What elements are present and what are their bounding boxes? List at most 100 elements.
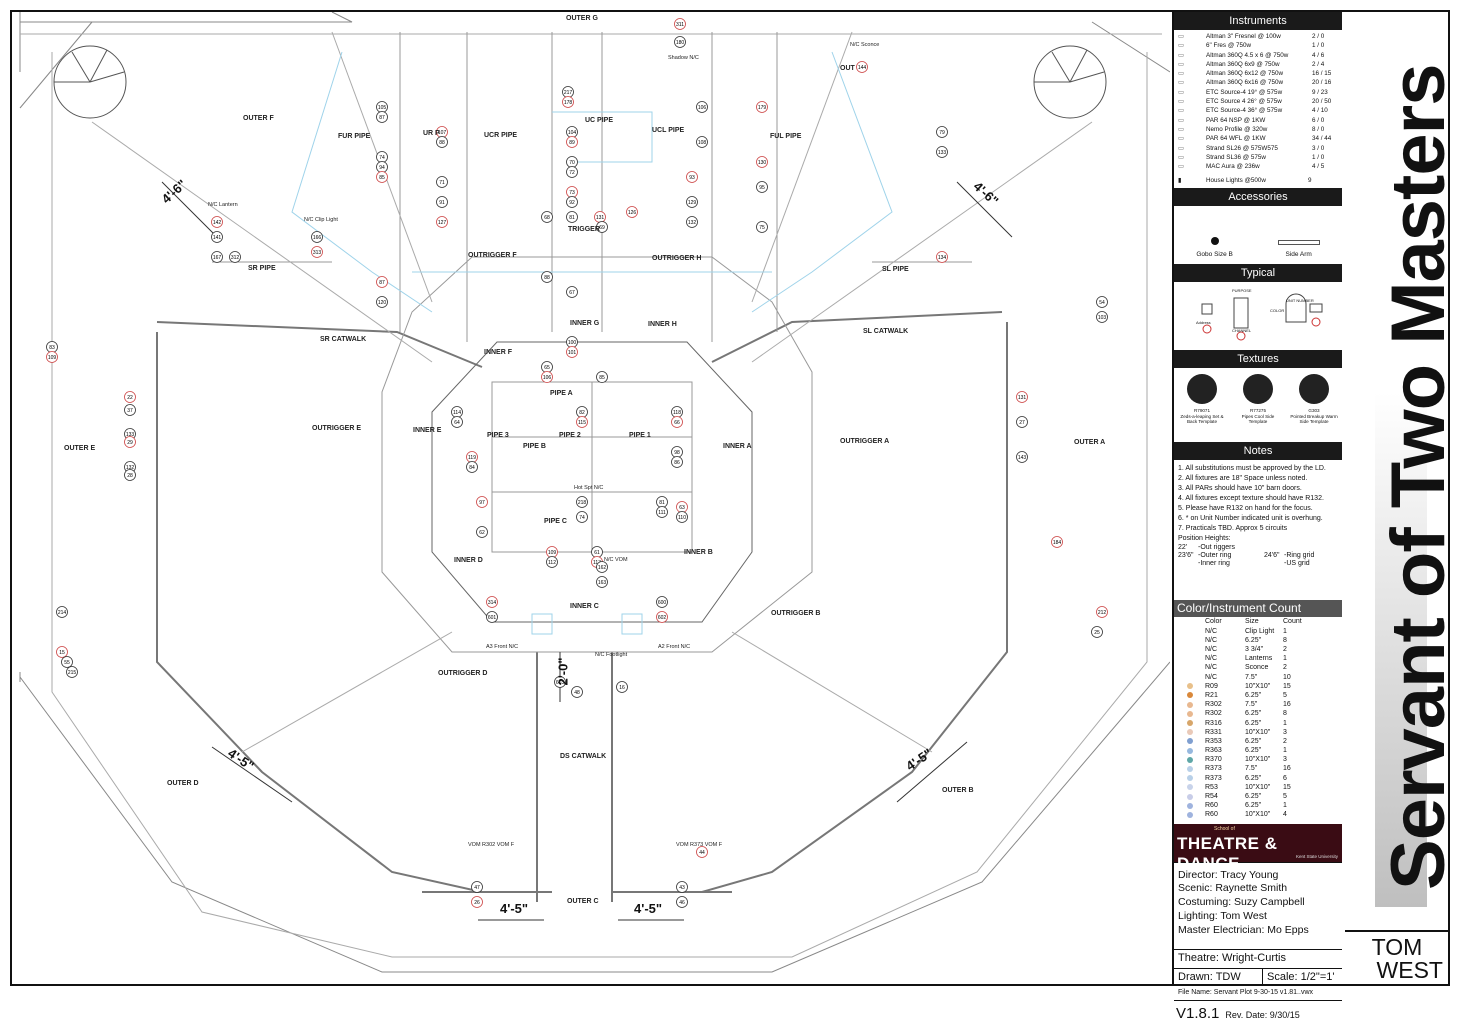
unit-number-marker — [576, 511, 588, 523]
unit-number-label: 180 — [676, 40, 685, 46]
position-outer-g: OUTER G — [566, 15, 598, 22]
unit-number-marker — [566, 286, 578, 298]
plot-linework: 3111802171781058710788104891061081797494… — [19, 12, 1170, 973]
unit-number-marker — [376, 296, 388, 308]
unit-number-marker — [686, 196, 698, 208]
note-nc-sconce: N/C Sconce — [850, 42, 880, 48]
unit-number-marker — [656, 596, 668, 608]
unit-number-label: 54 — [1099, 300, 1105, 306]
unit-number-marker — [566, 166, 578, 178]
unit-number-label: 111 — [658, 510, 666, 516]
note-line: 5. Please have R132 on hand for the focu… — [1178, 505, 1313, 513]
note-vom-center: N/C VOM — [604, 557, 628, 563]
unit-number-marker — [211, 231, 223, 243]
note-line: 3. All PARs should have 10" barn doors. — [1178, 485, 1302, 493]
unit-number-marker — [756, 221, 768, 233]
position-inner-a: INNER A — [723, 443, 752, 450]
unit-number-label: 79 — [939, 130, 945, 136]
unit-number-marker — [656, 611, 668, 623]
color-swatch — [1187, 756, 1193, 763]
unit-number-label: 87 — [379, 115, 385, 121]
position-outrigger-b: OUTRIGGER B — [771, 610, 821, 617]
unit-number-marker — [566, 196, 578, 208]
unit-number-marker — [576, 496, 588, 508]
unit-number-label: 46 — [679, 900, 685, 906]
show-title: Servant of Two Masters — [1376, 64, 1458, 890]
unit-number-label: 67 — [569, 290, 575, 296]
unit-number-label: 44 — [699, 850, 705, 856]
unit-number-label: 74 — [579, 515, 585, 521]
unit-number-marker — [211, 251, 223, 263]
position-outer-e: OUTER E — [64, 445, 96, 452]
unit-number-marker — [211, 216, 223, 228]
unit-number-marker — [541, 211, 553, 223]
unit-number-label: 133 — [126, 432, 135, 438]
unit-number-label: 97 — [479, 500, 485, 506]
unit-number-marker — [616, 681, 628, 693]
position-outrigger-e: OUTRIGGER E — [312, 425, 362, 432]
position-sr-pipe: SR PIPE — [248, 265, 276, 272]
unit-number-label: 28 — [127, 473, 133, 479]
position-fur-pipe: FUR PIPE — [338, 133, 371, 140]
position-inner-b: INNER B — [684, 549, 713, 556]
unit-number-label: 602 — [658, 615, 667, 621]
note-line: 2. All fixtures are 18" Space unless not… — [1178, 475, 1308, 483]
accessories-heading: Accessories — [1174, 188, 1342, 207]
position-ucr-pipe: UCR PIPE — [484, 132, 518, 139]
position-outrigger-g: TRIGGER — [568, 226, 600, 233]
unit-number-label: 103 — [1098, 315, 1107, 321]
unit-number-label: 16 — [619, 685, 625, 691]
unit-number-marker — [1091, 626, 1103, 638]
unit-number-label: 311 — [676, 22, 684, 28]
unit-number-marker — [476, 496, 488, 508]
position-inner-c: INNER C — [570, 603, 599, 610]
unit-number-label: 88 — [439, 140, 445, 146]
unit-number-marker — [676, 896, 688, 908]
unit-number-label: 142 — [213, 220, 222, 226]
note-nc-clip-light: N/C Clip Light — [304, 217, 338, 223]
instrument-symbol-icon: ▭ — [1178, 70, 1184, 78]
unit-number-label: 104 — [568, 130, 577, 136]
instrument-symbol-icon: ▭ — [1178, 42, 1184, 50]
unit-number-label: 73 — [569, 190, 575, 196]
unit-number-label: 108 — [698, 140, 707, 146]
unit-number-label: 89 — [569, 140, 575, 146]
color-count-heading: Color/Instrument Count — [1174, 600, 1342, 618]
unit-number-label: 312 — [231, 255, 240, 261]
unit-number-label: 100 — [568, 340, 577, 346]
unit-number-label: 600 — [658, 600, 667, 606]
gobo-key: Gobo Size B — [1196, 237, 1233, 258]
instruments-heading: Instruments — [1174, 12, 1342, 30]
unit-number-label: 88 — [544, 275, 550, 281]
theatre-name: Theatre: Wright-Curtis — [1178, 951, 1286, 964]
gobo-icon — [1210, 237, 1219, 246]
position-inner-g: INNER G — [570, 320, 600, 327]
unit-number-marker — [436, 176, 448, 188]
position-outer-partial: OUT — [840, 65, 855, 72]
unit-number-marker — [674, 18, 686, 30]
unit-number-marker — [124, 404, 136, 416]
color-swatch — [1187, 793, 1193, 800]
unit-number-marker — [696, 846, 708, 858]
title-gradient — [1375, 392, 1427, 907]
note-hot-spot: Hot Spt N/C — [574, 485, 604, 491]
unit-number-label: 15 — [59, 650, 65, 656]
unit-number-label: 162 — [598, 565, 607, 571]
instrument-symbol-icon: ▭ — [1178, 153, 1184, 161]
unit-number-marker — [936, 251, 948, 263]
position-pipe-3: PIPE 3 — [487, 432, 509, 439]
house-lights-row: ▮ House Lights @500w 9 — [1178, 177, 1312, 185]
color-swatch — [1187, 647, 1193, 653]
instrument-symbol-icon: ▭ — [1178, 88, 1184, 96]
instrument-symbol-icon: ▭ — [1178, 163, 1184, 171]
credit-director: Director: Tracy Young — [1178, 868, 1279, 881]
